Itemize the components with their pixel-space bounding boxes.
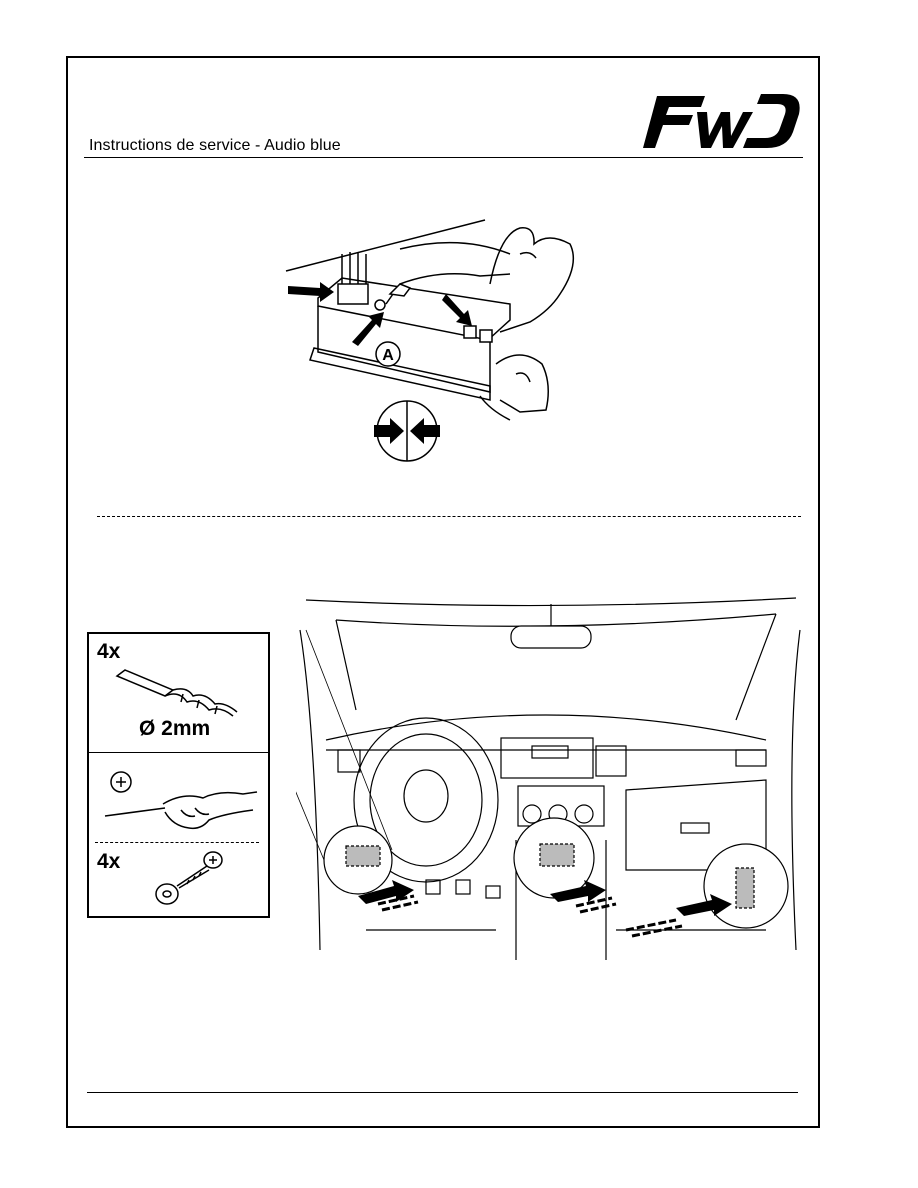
fwd-logo [643,90,801,152]
toolbox-separator [89,752,268,753]
footer-rule [87,1092,798,1093]
screw-with-washer-icon [151,848,231,910]
press-together-icon [374,401,440,461]
drill-quantity: 4x [97,640,120,664]
section-divider [97,516,801,517]
drill-bit-icon [113,664,239,718]
phillips-screwdriver-icon [103,770,259,836]
toolbox-dash-separator [95,842,259,843]
tools-box: 4x Ø 2mm 4x [87,632,270,918]
screw-quantity: 4x [97,850,120,874]
module-connection-figure: A [280,214,610,470]
dashboard-figure [296,590,804,960]
page-title: Instructions de service - Audio blue [89,137,341,155]
drill-size: Ø 2mm [139,717,210,741]
header-rule [84,157,803,158]
callout-a-label: A [382,347,394,364]
